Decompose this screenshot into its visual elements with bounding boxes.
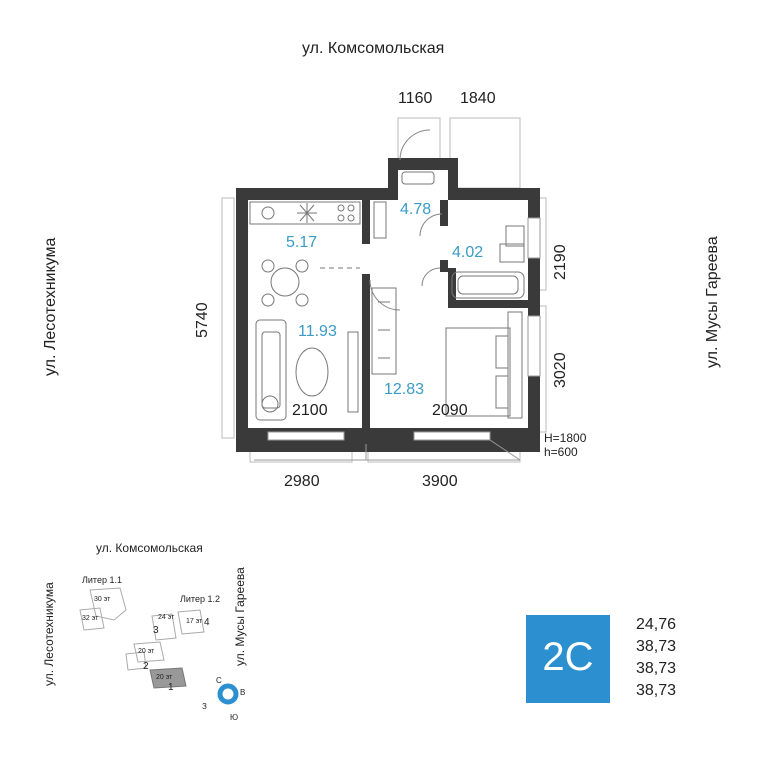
dim-inner-right: 2090 — [432, 402, 468, 419]
site-floors-20a: 20 эт — [138, 648, 155, 655]
street-east: ул. Мусы Гареева — [704, 236, 721, 368]
site-building-2: 2 — [143, 661, 149, 672]
kitchen-counter — [249, 201, 361, 225]
bed — [445, 311, 523, 419]
compass-icon — [217, 683, 239, 705]
unit-type-badge: 2С — [526, 615, 610, 703]
fridge-outline — [373, 201, 387, 239]
doors — [369, 129, 443, 311]
site-liter-1-1: Литер 1.1 — [82, 575, 122, 585]
windows — [267, 217, 541, 441]
site-building-4: 4 — [204, 617, 210, 628]
dimension-lines — [254, 439, 521, 461]
dim-left-total: 5740 — [194, 302, 211, 338]
window-bays — [221, 117, 547, 463]
site-plan-map — [79, 587, 239, 705]
compass-south-label: Ю — [230, 713, 239, 722]
room-area-living: 11.93 — [298, 323, 337, 340]
bathroom-fixtures — [401, 171, 525, 299]
dim-inner-left: 2100 — [292, 402, 328, 419]
site-floors-30: 30 эт — [94, 596, 111, 603]
room-area-bath: 4.02 — [452, 244, 484, 261]
compass-north-label: С — [216, 676, 222, 685]
site-street-west: ул. Лесотехникума — [42, 582, 56, 686]
dim-right-upper: 2190 — [552, 244, 569, 280]
street-north: ул. Комсомольская — [302, 40, 445, 57]
area-value: 24,76 — [636, 616, 677, 633]
site-liter-1-2: Литер 1.2 — [180, 594, 220, 604]
site-floors-32: 32 эт — [82, 615, 99, 622]
window-height-note: H=1800 — [544, 431, 587, 445]
area-list: 24,76 38,73 38,73 38,73 — [636, 614, 676, 702]
dining-set — [261, 259, 360, 307]
area-value: 38,73 — [636, 660, 677, 677]
room-area-hall: 4.78 — [400, 201, 432, 218]
living-furniture — [255, 319, 359, 421]
area-value: 38,73 — [636, 638, 677, 655]
room-area-bedroom: 12.83 — [384, 381, 425, 398]
dim-bottom-right: 3900 — [422, 473, 458, 490]
unit-type-label: 2С — [542, 635, 594, 679]
site-street-north: ул. Комсомольская — [96, 541, 203, 555]
room-area-kitchen: 5.17 — [286, 234, 318, 251]
site-floors-24: 24 эт — [158, 614, 175, 621]
site-floors-17: 17 эт — [186, 618, 203, 625]
dim-top-right: 1840 — [460, 90, 496, 107]
compass-east-label: В — [240, 688, 246, 697]
dim-bottom-left: 2980 — [284, 473, 320, 490]
window-sill-note: h=600 — [544, 445, 578, 459]
site-building-1: 1 — [168, 682, 174, 693]
street-west: ул. Лесотехникума — [42, 237, 59, 376]
site-floors-20b: 20 эт — [156, 674, 173, 681]
wardrobe — [371, 287, 397, 375]
dim-right-lower: 3020 — [552, 352, 569, 388]
site-street-east: ул. Мусы Гареева — [233, 567, 247, 666]
area-value: 38,73 — [636, 682, 677, 699]
dim-top-left: 1160 — [398, 90, 433, 107]
compass-west-label: З — [202, 702, 207, 711]
site-building-3: 3 — [153, 625, 159, 636]
